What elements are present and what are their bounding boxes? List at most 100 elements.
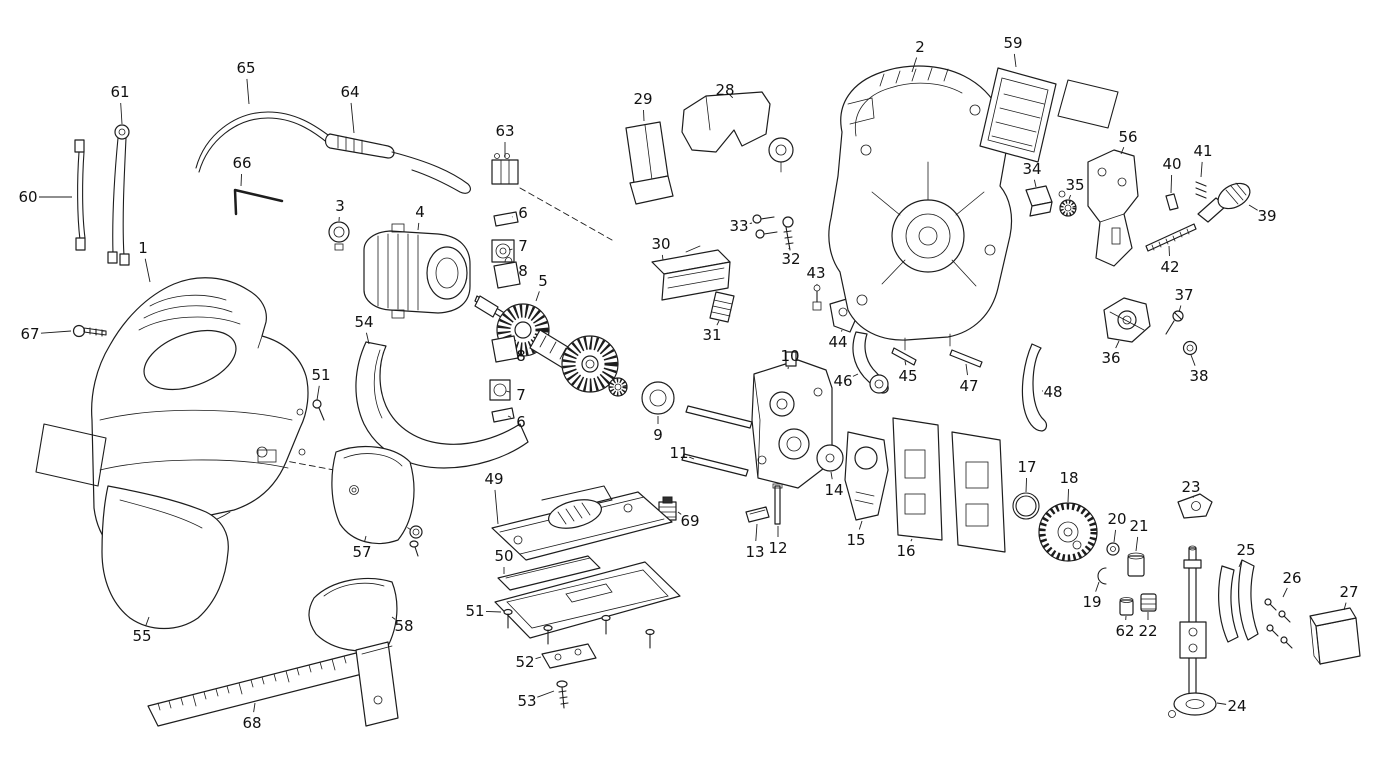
- leader-line-21: [1135, 536, 1139, 552]
- leader-line-66: [240, 173, 242, 187]
- part-clamp-23: [1177, 493, 1213, 519]
- callout-25: 25: [1236, 541, 1255, 559]
- part-motor-housing: [828, 65, 1013, 351]
- leader-line-61: [120, 102, 123, 125]
- part-brush-box: [625, 121, 674, 205]
- blank-label-plate-right: [1057, 79, 1119, 129]
- callout-65: 65: [236, 59, 255, 77]
- part-guard-27: [1309, 607, 1361, 666]
- part-circlip-19: [1097, 567, 1107, 585]
- leader-line-67: [40, 330, 72, 334]
- part-screw-51-left: [312, 399, 325, 421]
- callout-26: 26: [1282, 569, 1301, 587]
- part-oring: [1012, 492, 1040, 520]
- callout-3: 3: [335, 197, 345, 215]
- part-wire-hook: [1021, 343, 1048, 432]
- leader-line-39: [1248, 204, 1258, 211]
- leader-line-49: [494, 489, 499, 525]
- part-terminal-block: [491, 153, 519, 185]
- callout-1: 1: [138, 239, 148, 257]
- leader-line-44: [841, 329, 843, 332]
- leader-line-16: [910, 538, 913, 542]
- part-brush-set-upper: [491, 211, 521, 289]
- callout-38: 38: [1189, 367, 1208, 385]
- part-support-plates: [892, 417, 1006, 553]
- leader-line-35: [1068, 194, 1072, 200]
- leader-line-26: [1282, 587, 1288, 598]
- leader-line-53: [537, 690, 555, 698]
- callout-9: 9: [653, 426, 663, 444]
- part-base-plate: [494, 555, 681, 639]
- callout-41: 41: [1193, 142, 1212, 160]
- callout-63: 63: [495, 122, 514, 140]
- leader-line-28: [728, 93, 734, 99]
- leader-line-65: [246, 78, 250, 105]
- part-screw-37: [1165, 310, 1184, 335]
- leader-line-27: [1343, 602, 1347, 611]
- leader-line-11: [689, 456, 695, 460]
- callout-24: 24: [1227, 697, 1246, 715]
- leader-line-6: [507, 415, 512, 418]
- leader-line-30: [661, 254, 664, 261]
- part-switch-block: [1025, 185, 1053, 217]
- callout-16: 16: [896, 542, 915, 560]
- leader-line-54: [365, 332, 370, 345]
- leader-line-58: [391, 616, 396, 620]
- callout-7: 7: [518, 237, 528, 255]
- leader-line-24: [1216, 702, 1227, 705]
- leader-line-56: [1120, 147, 1125, 155]
- part-sleeve-21: [1127, 552, 1145, 577]
- leader-line-47: [965, 363, 968, 376]
- leader-line-52: [535, 656, 542, 660]
- part-brush-lead-61: [107, 124, 130, 266]
- callout-13: 13: [745, 543, 764, 561]
- callout-35: 35: [1065, 176, 1084, 194]
- leader-line-59: [1013, 53, 1017, 68]
- part-pin-12: [772, 483, 783, 525]
- callout-8: 8: [518, 262, 528, 280]
- leader-line-17: [1025, 477, 1028, 493]
- part-air-scoop: [355, 341, 529, 469]
- callout-56: 56: [1118, 128, 1137, 146]
- leader-line-33: [749, 222, 753, 224]
- callout-55: 55: [132, 627, 151, 645]
- callout-21: 21: [1129, 517, 1148, 535]
- part-screws-26: [1264, 598, 1293, 649]
- leader-line-68: [253, 702, 256, 713]
- leader-line-5: [535, 291, 540, 302]
- callout-17: 17: [1017, 458, 1036, 476]
- callout-48: 48: [1043, 383, 1062, 401]
- leader-line-25: [1238, 560, 1243, 568]
- part-counterweight: [844, 431, 889, 521]
- leader-line-55: [145, 616, 150, 626]
- part-screw-67: [72, 324, 107, 338]
- part-knob-39: [1197, 182, 1251, 223]
- callout-18: 18: [1059, 469, 1078, 487]
- leader-line-46: [852, 373, 859, 377]
- callout-30: 30: [651, 235, 670, 253]
- callout-69: 69: [680, 512, 699, 530]
- part-plate-52: [541, 643, 597, 669]
- callout-28: 28: [715, 81, 734, 99]
- leader-line-37: [1178, 305, 1182, 313]
- leader-line-18: [1067, 488, 1069, 503]
- part-roller-bracket: [1103, 297, 1151, 343]
- callout-42: 42: [1160, 258, 1179, 276]
- part-pin-43: [812, 284, 822, 311]
- leader-line-15: [858, 520, 863, 530]
- callout-52: 52: [515, 653, 534, 671]
- leader-line-51: [485, 610, 502, 613]
- callout-60: 60: [18, 188, 37, 206]
- callout-64: 64: [340, 83, 359, 101]
- leader-line-36: [1115, 340, 1120, 349]
- callout-51: 51: [465, 602, 484, 620]
- callout-12: 12: [768, 539, 787, 557]
- callout-62: 62: [1115, 622, 1134, 640]
- part-pin-45: [891, 347, 917, 366]
- part-rip-fence: [147, 641, 399, 727]
- part-pin-47: [949, 349, 983, 368]
- part-clamp-plates-25: [1218, 559, 1259, 643]
- leader-line-19: [1095, 581, 1100, 592]
- callout-49: 49: [484, 470, 503, 488]
